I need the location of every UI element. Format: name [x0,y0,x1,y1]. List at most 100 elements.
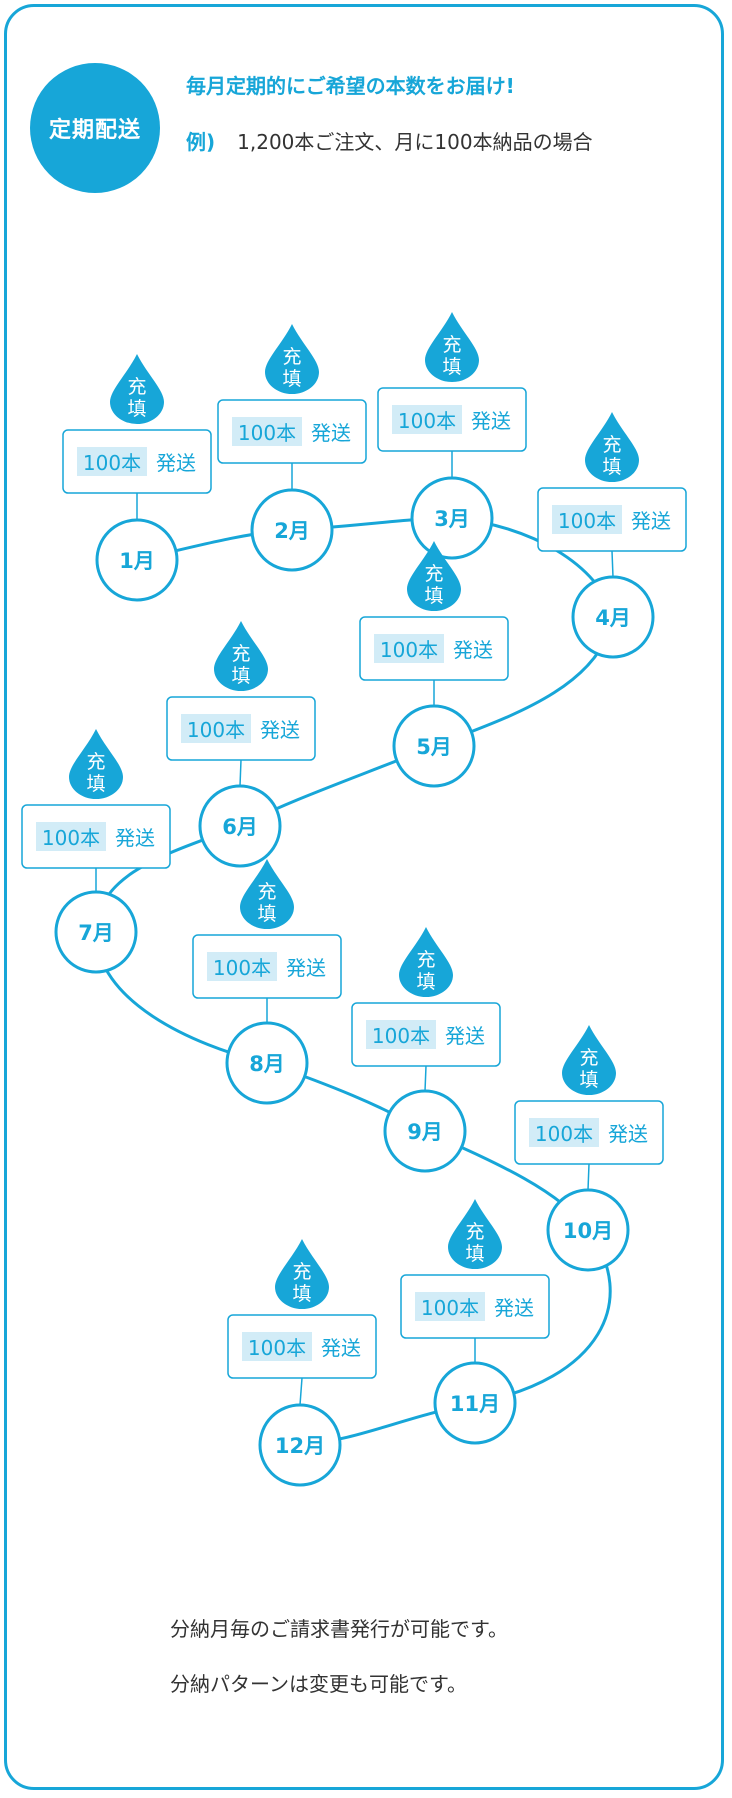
droplet-icon [275,1239,329,1309]
ship-word: 発送 [115,826,155,850]
ship-word: 発送 [321,1336,361,1360]
stem-line [424,1065,427,1092]
ship-word: 発送 [608,1122,648,1146]
month-label: 8月 [249,1052,285,1076]
note-invoice: 分納月毎のご請求書発行が可能です。 [170,1617,508,1641]
droplet-icon [425,312,479,382]
qty-highlight [374,634,444,663]
qty-highlight [36,822,106,851]
month-label: 10月 [563,1219,613,1243]
ship-word: 発送 [445,1024,485,1048]
badge-label: 定期配送 [48,118,141,143]
month-circle [410,476,494,560]
headline: 毎月定期的にご希望の本数をお届け! [186,74,515,98]
month-label: 4月 [595,606,631,630]
month-label: 3月 [434,507,470,531]
fill-label-1: 充 [231,643,250,665]
qty-highlight [529,1118,599,1147]
fill-label-2: 填 [416,971,435,993]
month-node: 充填100本発送12月 [227,1239,377,1487]
month-label: 12月 [275,1434,325,1458]
ship-word: 発送 [286,956,326,980]
fill-label-2: 填 [282,368,301,390]
qty-highlight [415,1292,485,1321]
qty-highlight [207,952,277,981]
fill-label-1: 充 [282,346,301,368]
droplet-icon [265,324,319,394]
fill-label-1: 充 [424,563,443,585]
month-circle [250,488,334,572]
month-node: 充填 100本発送 9月 [351,927,501,1173]
droplet-icon [214,621,268,691]
qty-highlight [77,447,147,476]
fill-label-2: 填 [86,773,105,795]
month-circle [225,1021,309,1105]
note-pattern: 分納パターンは変更も可能です。 [170,1672,467,1696]
fill-label-1: 充 [602,434,621,456]
ship-word: 発送 [471,409,511,433]
fill-label-1: 充 [579,1047,598,1069]
month-circle [433,1361,517,1445]
example-label: 例) [186,130,216,154]
month-label: 2月 [274,519,310,543]
ship-qty: 100本 [213,956,271,980]
fill-label-1: 充 [86,751,105,773]
droplet-icon [585,412,639,482]
ship-qty: 100本 [558,509,616,533]
ship-word: 発送 [311,421,351,445]
qty-highlight [366,1020,436,1049]
month-label: 1月 [119,549,155,573]
month-node: 充填100本発送10月 [514,1025,664,1272]
month-node: 充填100本発送11月 [400,1199,550,1445]
month-node: 充填100本発送4月 [537,412,687,659]
ship-qty: 100本 [398,409,456,433]
fill-label-2: 填 [465,1243,484,1265]
fill-label-1: 充 [127,376,146,398]
ship-qty: 100本 [421,1296,479,1320]
droplet-icon [69,729,123,799]
month-circle [54,890,138,974]
ship-qty: 100本 [42,826,100,850]
stem-line [239,759,242,787]
droplet-icon [399,927,453,997]
droplet-icon [110,354,164,424]
month-node: 充填100本発送5月 [359,541,509,788]
fill-label-2: 填 [292,1283,311,1305]
ship-word: 発送 [453,638,493,662]
ship-qty: 100本 [83,451,141,475]
month-node: 充填 100本発送 3月 [377,312,527,560]
month-node: 充填100本発送2月 [217,324,367,572]
fill-label-2: 填 [231,665,250,687]
qty-highlight [232,417,302,446]
qty-highlight [552,505,622,534]
ship-qty: 100本 [248,1336,306,1360]
ship-qty: 100本 [372,1024,430,1048]
ship-word: 発送 [156,451,196,475]
ship-word: 発送 [260,718,300,742]
fill-label-1: 充 [442,334,461,356]
month-circle [258,1403,342,1487]
month-label: 6月 [222,815,258,839]
month-node: 充填100本発送1月 [62,354,212,602]
stem-line [587,1163,590,1191]
fill-label-1: 充 [416,949,435,971]
month-node: 充填100本発送6月 [166,621,316,868]
droplet-icon [240,859,294,929]
qty-highlight [392,405,462,434]
delivery-badge: 定期配送 [30,63,160,193]
example-line: 例) 1,200本ご注文、月に100本納品の場合 [186,126,593,155]
fill-label-1: 充 [257,881,276,903]
month-node: 充填100本発送8月 [192,859,342,1105]
fill-label-2: 填 [442,356,461,378]
outer-frame [4,4,724,1790]
ship-qty: 100本 [380,638,438,662]
fill-label-2: 填 [602,456,621,478]
fill-label-2: 填 [579,1069,598,1091]
qty-highlight [242,1332,312,1361]
qty-highlight [181,714,251,743]
month-label: 5月 [416,735,452,759]
month-circle [571,575,655,659]
month-label: 9月 [407,1120,443,1144]
month-circle [392,704,476,788]
